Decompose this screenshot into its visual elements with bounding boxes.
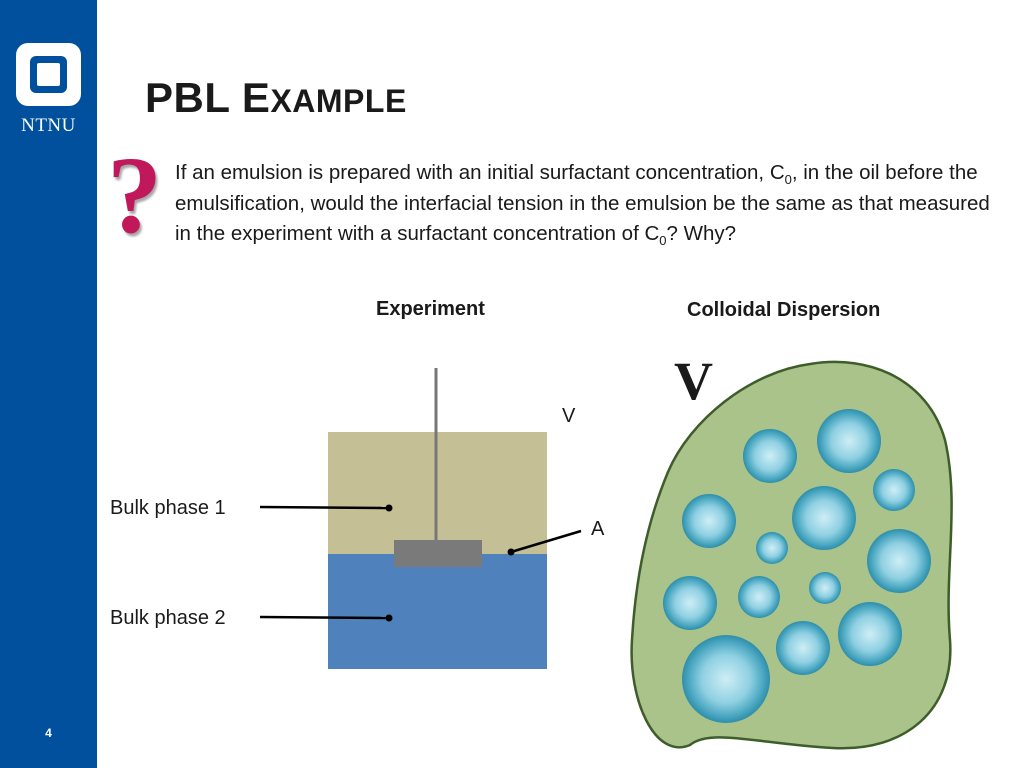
droplet: [743, 429, 797, 483]
droplet: [809, 572, 841, 604]
page-number: 4: [45, 726, 52, 740]
bulk-phase-2-region: [328, 554, 547, 669]
pointer-a: [510, 529, 582, 554]
droplet: [682, 494, 736, 548]
experiment-heading: Experiment: [376, 298, 485, 320]
pointer-bulk1: [259, 505, 390, 510]
volume-label: V: [562, 405, 576, 427]
droplet: [738, 576, 780, 618]
droplet: [776, 621, 830, 675]
title-main: PBL E: [145, 74, 271, 121]
droplet: [682, 635, 770, 723]
question-mark-icon: ?: [107, 134, 162, 256]
bulk-phase-1-label: Bulk phase 1: [110, 497, 226, 519]
droplet: [838, 602, 902, 666]
area-label: A: [591, 518, 605, 540]
dispersion-volume-label: V: [674, 351, 713, 411]
droplet: [873, 469, 915, 511]
title-smallcaps: XAMPLE: [270, 83, 407, 119]
bulk-phase-2-label: Bulk phase 2: [110, 607, 226, 629]
question-text: If an emulsion is prepared with an initi…: [175, 161, 990, 249]
droplet: [756, 532, 788, 564]
dispersion-heading: Colloidal Dispersion: [687, 299, 881, 321]
slide-title: PBL EXAMPLE: [145, 74, 407, 122]
sidebar: NTNU 4: [0, 0, 97, 768]
plate: [394, 540, 482, 567]
droplet: [663, 576, 717, 630]
droplet: [792, 486, 856, 550]
ntnu-logo-icon: [16, 43, 81, 106]
logo-text: NTNU: [21, 115, 76, 136]
droplets: [663, 409, 931, 723]
droplet: [817, 409, 881, 473]
pointer-bulk2: [259, 615, 390, 620]
droplet: [867, 529, 931, 593]
